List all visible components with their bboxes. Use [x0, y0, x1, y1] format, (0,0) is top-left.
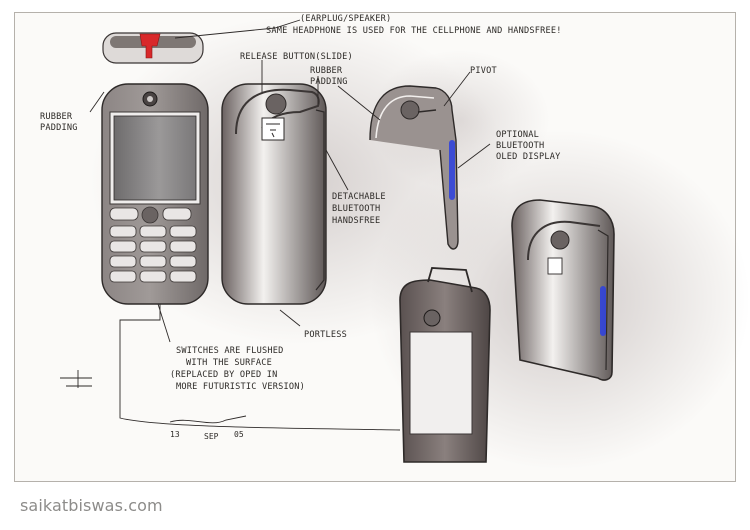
detachable-label-line1: DETACHABLE	[332, 192, 386, 202]
release-button-label: RELEASE BUTTON(SLIDE)	[240, 52, 353, 62]
signature-day: 13	[170, 430, 180, 439]
phone-back-view	[221, 83, 327, 305]
rubber-padding-label-left: RUBBER	[40, 112, 73, 122]
rubber-padding-label-top-line2: PADDING	[310, 77, 348, 87]
switches-label-line3: (REPLACED BY OPED IN	[170, 370, 278, 380]
oled-label-line2: BLUETOOTH	[496, 141, 545, 151]
earplug-description: SAME HEADPHONE IS USED FOR THE CELLPHONE…	[266, 26, 562, 36]
phone-front-view	[101, 83, 209, 305]
switches-label-line2: WITH THE SURFACE	[186, 358, 272, 368]
rubber-padding-label-left-line2: PADDING	[40, 123, 78, 133]
phone-perspective-view	[399, 267, 491, 463]
handsfree-side-view	[369, 85, 459, 250]
detachable-label-line2: BLUETOOTH	[332, 204, 381, 214]
portless-label: PORTLESS	[304, 330, 347, 340]
pivot-label: PIVOT	[470, 66, 497, 76]
oled-label-line3: OLED DISPLAY	[496, 152, 561, 162]
handsfree-back-perspective	[511, 199, 615, 381]
switches-label-line4: MORE FUTURISTIC VERSION)	[176, 382, 305, 392]
earplug-top-view	[102, 32, 204, 64]
signature-month: SEP	[204, 432, 219, 441]
oled-label-line1: OPTIONAL	[496, 130, 539, 140]
detachable-label-line3: HANDSFREE	[332, 216, 381, 226]
leader-lines	[60, 19, 491, 431]
marker-shading	[370, 50, 550, 190]
earplug-label: (EARPLUG/SPEAKER)	[300, 14, 392, 24]
site-credit: saikatbiswas.com	[20, 496, 163, 515]
rubber-padding-label-top: RUBBER	[310, 66, 343, 76]
switches-label-line1: SWITCHES ARE FLUSHED	[176, 346, 284, 356]
keypad	[109, 206, 197, 283]
signature-year: 05	[234, 430, 244, 439]
